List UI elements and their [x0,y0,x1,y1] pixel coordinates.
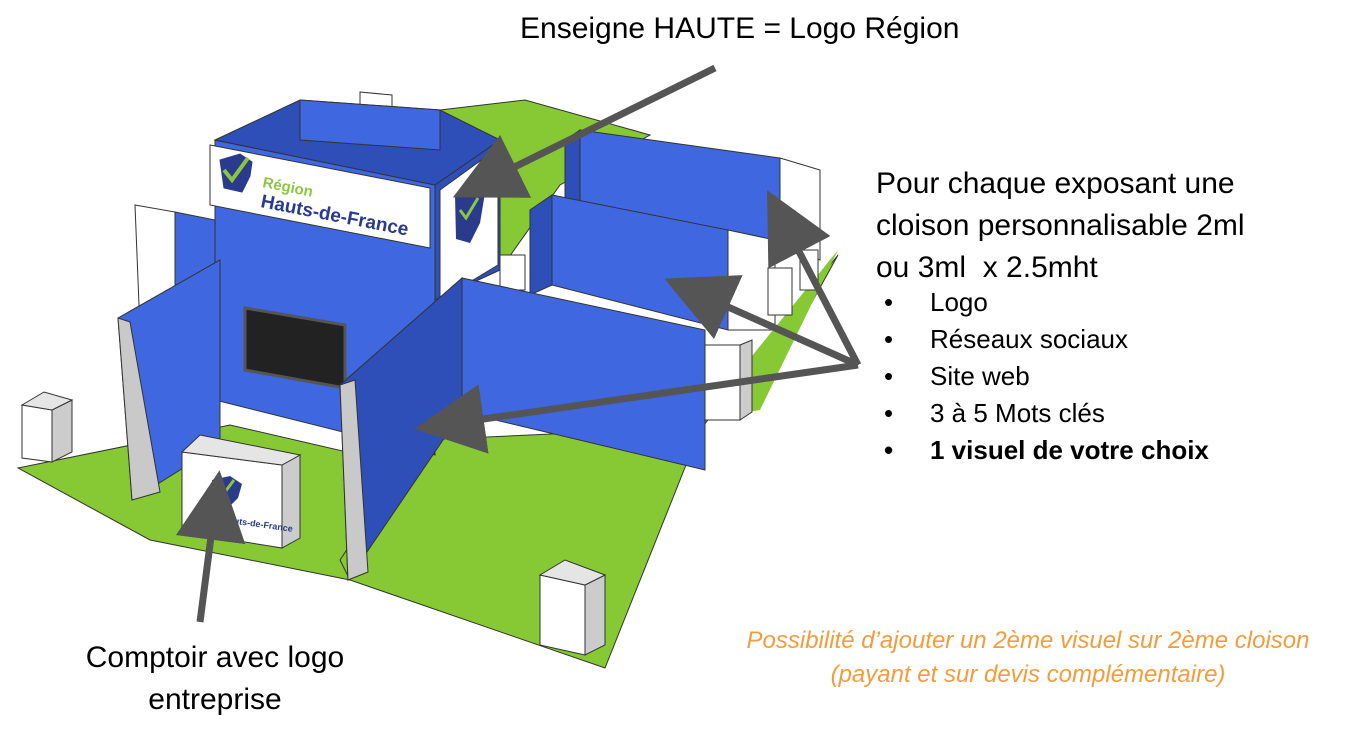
cube-left-top [20,391,74,411]
right-white-pillar [779,157,821,261]
note-line-1: Possibilité d’ajouter un 2ème visuel sur… [746,627,1310,654]
arrow-cloison-2 [767,190,862,367]
arrow-comptoir [175,470,246,623]
comptoir-line-1: Comptoir avec logo [85,641,345,674]
bullet-dot: • [884,287,894,317]
cloison-label: Pour chaque exposant une cloison personn… [876,163,1245,289]
logo-sign-front [209,144,431,249]
bullet-item: • 3 à 5 Mots clés [884,395,1209,432]
box-back-center [499,254,526,291]
middle-right-wall-side [529,194,553,296]
bullet-text: Logo [930,287,988,317]
cube-front-right [539,574,586,656]
arrow-cloison-1 [664,275,860,369]
cube-left-side [51,399,73,463]
cloison-line-3: ou 3ml x 2.5mht [876,251,1098,284]
cloison-line-2: cloison personnalisable 2ml [876,209,1245,242]
counter-top [180,434,302,466]
bullet-item: • Réseaux sociaux [884,321,1209,358]
bullet-dot: • [884,398,894,428]
middle-divider-edge [339,379,369,581]
bullet-text: 3 à 5 Mots clés [930,398,1105,428]
floor-main [339,254,839,669]
note-line-2: (payant et sur devis complémentaire) [830,661,1226,688]
region-check-icon [222,156,250,184]
arrow-enseigne [452,64,717,198]
bullet-item: • Site web [884,358,1209,395]
optional-visual-note: Possibilité d’ajouter un 2ème visuel sur… [700,624,1356,692]
cube-front-right-top [538,559,607,586]
comptoir-line-2: entreprise [148,683,282,716]
bullet-dot: • [884,435,894,465]
counter-side [281,454,301,549]
arrow-cloison-3 [414,361,859,454]
comptoir-label: Comptoir avec logo entreprise [60,637,370,721]
box-right-2 [767,267,793,316]
bullet-text: Réseaux sociaux [930,324,1128,354]
enseigne-label: Enseigne HAUTE = Logo Région [520,12,960,45]
region-check-side-icon [458,197,480,221]
cloison-line-1: Pour chaque exposant une [876,167,1235,200]
cube-left-front [21,404,53,463]
bullet-dot: • [884,361,894,391]
bullet-dot: • [884,324,894,354]
bullet-text: 1 visuel de votre choix [930,435,1209,465]
cube-front-right-side [584,574,606,656]
bullet-item: • Logo [884,284,1209,321]
left-front-wall-edge [117,317,161,501]
cloison-bullet-list: • Logo • Réseaux sociaux • Site web • 3 à 5 … [884,284,1209,469]
bullet-text: Site web [930,361,1030,391]
tower-back-inner [299,99,441,151]
bullet-item: • 1 visuel de votre choix [884,432,1209,469]
